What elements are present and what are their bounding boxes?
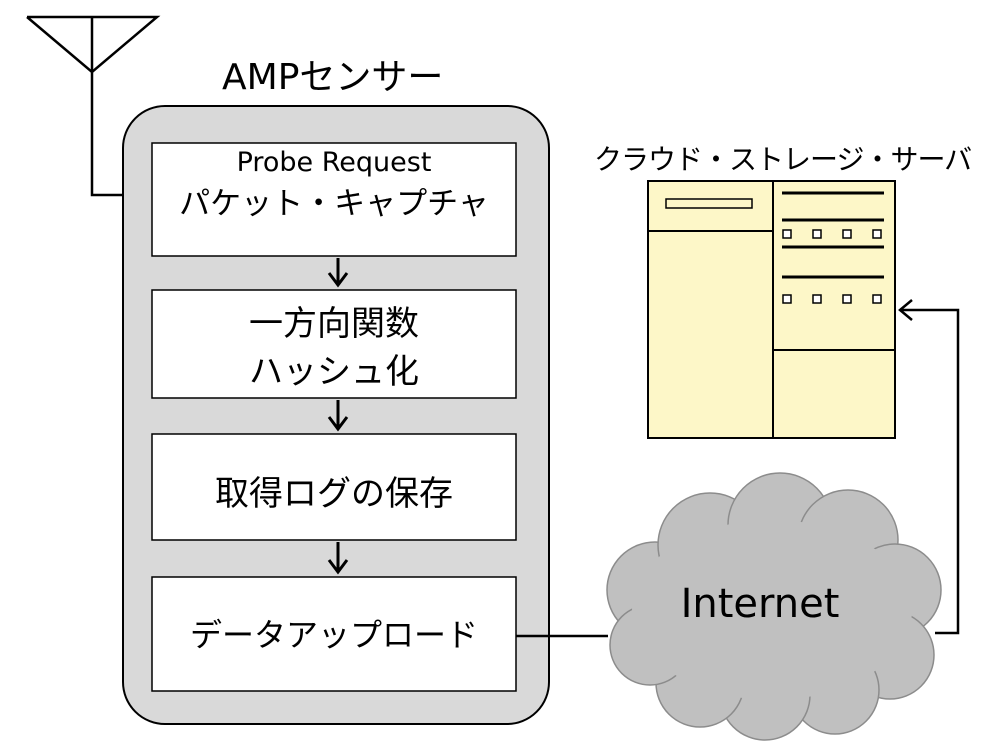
step-hash-line-2: ハッシュ化 <box>249 352 419 392</box>
step-box-upload <box>151 576 517 692</box>
sensor-enclosure <box>122 105 550 725</box>
step-capture-label: Probe Request パケット・キャプチャ <box>152 146 516 224</box>
step-box-hash <box>151 289 517 399</box>
step-hash-label: 一方向関数 ハッシュ化 <box>152 300 516 396</box>
step-capture-line-2: パケット・キャプチャ <box>179 186 489 222</box>
step-box-capture <box>151 142 517 257</box>
server-title: クラウド・ストレージ・サーバ <box>594 143 972 176</box>
step-capture-line-1: Probe Request <box>236 147 432 178</box>
step-hash-line-1: 一方向関数 <box>249 304 419 344</box>
flow-arrow-1 <box>327 258 349 288</box>
flow-arrow-2 <box>327 400 349 432</box>
step-upload-line-1: データアップロード <box>189 616 478 654</box>
cloud-core <box>632 520 912 700</box>
flow-arrow-3 <box>327 542 349 575</box>
step-upload-label: データアップロード <box>152 611 516 659</box>
step-save-log-label: 取得ログの保存 <box>152 470 516 518</box>
step-save-log-line-1: 取得ログの保存 <box>215 474 453 514</box>
server-icon <box>647 180 896 439</box>
sensor-title: AMPセンサー <box>222 57 444 98</box>
internet-label: Internet <box>680 581 840 627</box>
step-box-save-log <box>151 433 517 541</box>
server-connector <box>898 299 960 635</box>
